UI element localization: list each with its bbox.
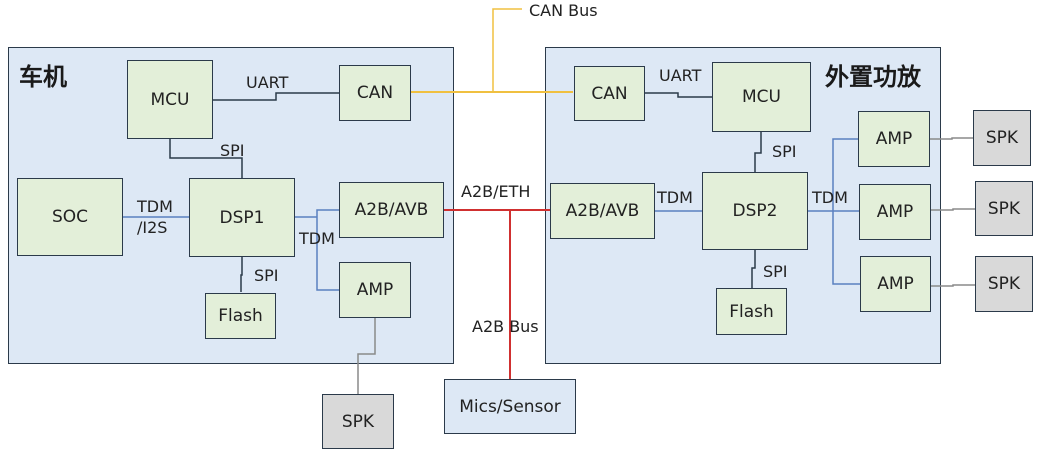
hu-soc-block[interactable]: SOC [17, 178, 123, 256]
a2b-bus-label: A2B Bus [472, 317, 539, 336]
hu-spi-flash-label: SPI [254, 266, 279, 285]
ea-can-block[interactable]: CAN [574, 66, 645, 121]
hu-flash-block[interactable]: Flash [205, 293, 276, 339]
ea-tdm-out-label: TDM [812, 188, 848, 207]
can-bus-stub [492, 8, 522, 92]
hu-i2s-label: /I2S [137, 218, 168, 237]
a2b-eth-label: A2B/ETH [461, 182, 531, 201]
ea-spk-block-1[interactable]: SPK [973, 110, 1031, 166]
ea-spi-mcu-label: SPI [772, 142, 797, 161]
hu-can-block[interactable]: CAN [339, 65, 411, 121]
ea-spk-block-2[interactable]: SPK [975, 181, 1033, 236]
ea-a2b-avb-block[interactable]: A2B/AVB [550, 183, 655, 239]
hu-amp-block[interactable]: AMP [339, 262, 411, 318]
ea-tdm-in-label: TDM [657, 188, 693, 207]
ea-spi-flash-label: SPI [763, 262, 788, 281]
ea-amp-block-1[interactable]: AMP [858, 111, 930, 167]
hu-spk-block[interactable]: SPK [322, 394, 394, 449]
hu-tdm-label: TDM [137, 197, 173, 216]
hu-spi-mcu-label: SPI [220, 141, 245, 160]
ea-uart-label: UART [659, 66, 702, 85]
ea-mcu-block[interactable]: MCU [712, 62, 811, 132]
mics-sensor-block[interactable]: Mics/Sensor [444, 379, 576, 434]
hu-mcu-block[interactable]: MCU [127, 60, 213, 139]
hu-a2b-avb-block[interactable]: A2B/AVB [339, 182, 444, 238]
can-bus-label: CAN Bus [529, 1, 598, 20]
ea-spk-block-3[interactable]: SPK [975, 256, 1033, 312]
ea-amp-block-3[interactable]: AMP [860, 256, 931, 312]
head-unit-title: 车机 [19, 63, 67, 91]
ext-amp-title: 外置功放 [825, 63, 921, 91]
ea-amp-block-2[interactable]: AMP [859, 184, 931, 240]
hu-dsp1-block[interactable]: DSP1 [189, 178, 295, 257]
hu-tdm-out-label: TDM [299, 229, 335, 248]
ea-flash-block[interactable]: Flash [716, 288, 787, 335]
hu-uart-label: UART [246, 73, 289, 92]
ea-dsp2-block[interactable]: DSP2 [702, 172, 808, 250]
